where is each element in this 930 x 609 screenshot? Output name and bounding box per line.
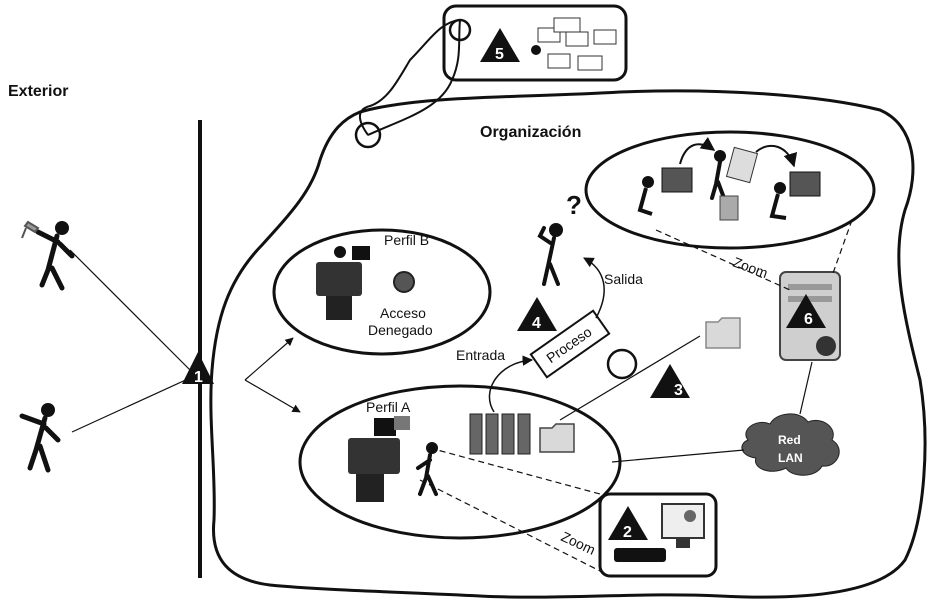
marker-5: 5: [480, 28, 520, 63]
arrow-to-perfil-a: [244, 379, 301, 413]
visitor-arrow: [71, 377, 191, 433]
folder-a-icon: [539, 423, 575, 453]
keyboard-icon: [614, 548, 666, 562]
thinking-person-icon: ?: [537, 190, 582, 286]
external-person-attacker: [21, 220, 75, 291]
external-person-visitor: [19, 403, 61, 473]
svg-text:4: 4: [532, 315, 541, 332]
svg-text:LAN: LAN: [778, 451, 803, 465]
team-documents-icon: [710, 146, 759, 221]
marker-3-circle: [606, 348, 638, 380]
denegado-label: Denegado: [368, 322, 433, 338]
perfil-a-label: Perfil A: [366, 399, 411, 415]
marker-4: 4: [517, 297, 557, 332]
org-link-circle: [354, 121, 382, 149]
perfil-a-zone: [298, 384, 622, 540]
acceso-label: Acceso: [380, 305, 426, 321]
team-workstation-right-icon: [769, 171, 821, 220]
folder-connection-line: [559, 335, 701, 421]
entrada-label: Entrada: [456, 347, 505, 363]
lan-to-perfil-a-line: [611, 449, 745, 463]
team-flow-arrow-right: [755, 144, 798, 168]
lan-to-server-line: [799, 361, 813, 415]
svg-text:1: 1: [194, 369, 203, 386]
database-stack-icon: [469, 413, 531, 455]
perfil-b-label: Perfil B: [384, 232, 429, 248]
arrow-to-perfil-b: [244, 337, 294, 381]
marker-3: 3: [650, 364, 690, 399]
attacker-arrow: [69, 249, 191, 371]
zoom-bottom-line-2: [419, 479, 603, 573]
organization-label: Organización: [480, 124, 581, 141]
salida-arrow: [583, 257, 605, 319]
svg-text:2: 2: [623, 524, 632, 541]
zoom-top-line-1: [655, 229, 791, 291]
lan-cloud-icon: Red LAN: [741, 413, 840, 476]
team-zone: [584, 130, 876, 250]
marker-2: 2: [608, 506, 648, 541]
svg-text:5: 5: [495, 46, 504, 63]
zoom-bottom-line-1: [429, 447, 601, 495]
marker-1: 1: [182, 352, 214, 386]
svg-text:?: ?: [566, 190, 582, 220]
exterior-label: Exterior: [8, 83, 68, 100]
organization-boundary: [209, 89, 927, 599]
svg-text:Red: Red: [778, 433, 801, 447]
svg-text:6: 6: [804, 311, 813, 328]
external-link-cable: [359, 18, 462, 136]
zoom-top-label: Zoom: [731, 254, 770, 281]
workstation-b-icon: [316, 246, 370, 320]
svg-text:3: 3: [674, 382, 683, 399]
stop-icon: [393, 271, 415, 293]
folder-b-icon: [705, 317, 741, 349]
error-monitor-icon: [661, 503, 705, 548]
entrada-arrow: [488, 355, 534, 413]
salida-label: Salida: [604, 271, 643, 287]
team-workstation-left-icon: [637, 167, 693, 216]
perfil-b-zone: [272, 228, 492, 356]
team-flow-arrow-left: [679, 136, 716, 165]
document-cards-icon: [531, 17, 617, 71]
workstation-a-icon: [348, 416, 438, 502]
marker-6: 6: [786, 294, 826, 328]
